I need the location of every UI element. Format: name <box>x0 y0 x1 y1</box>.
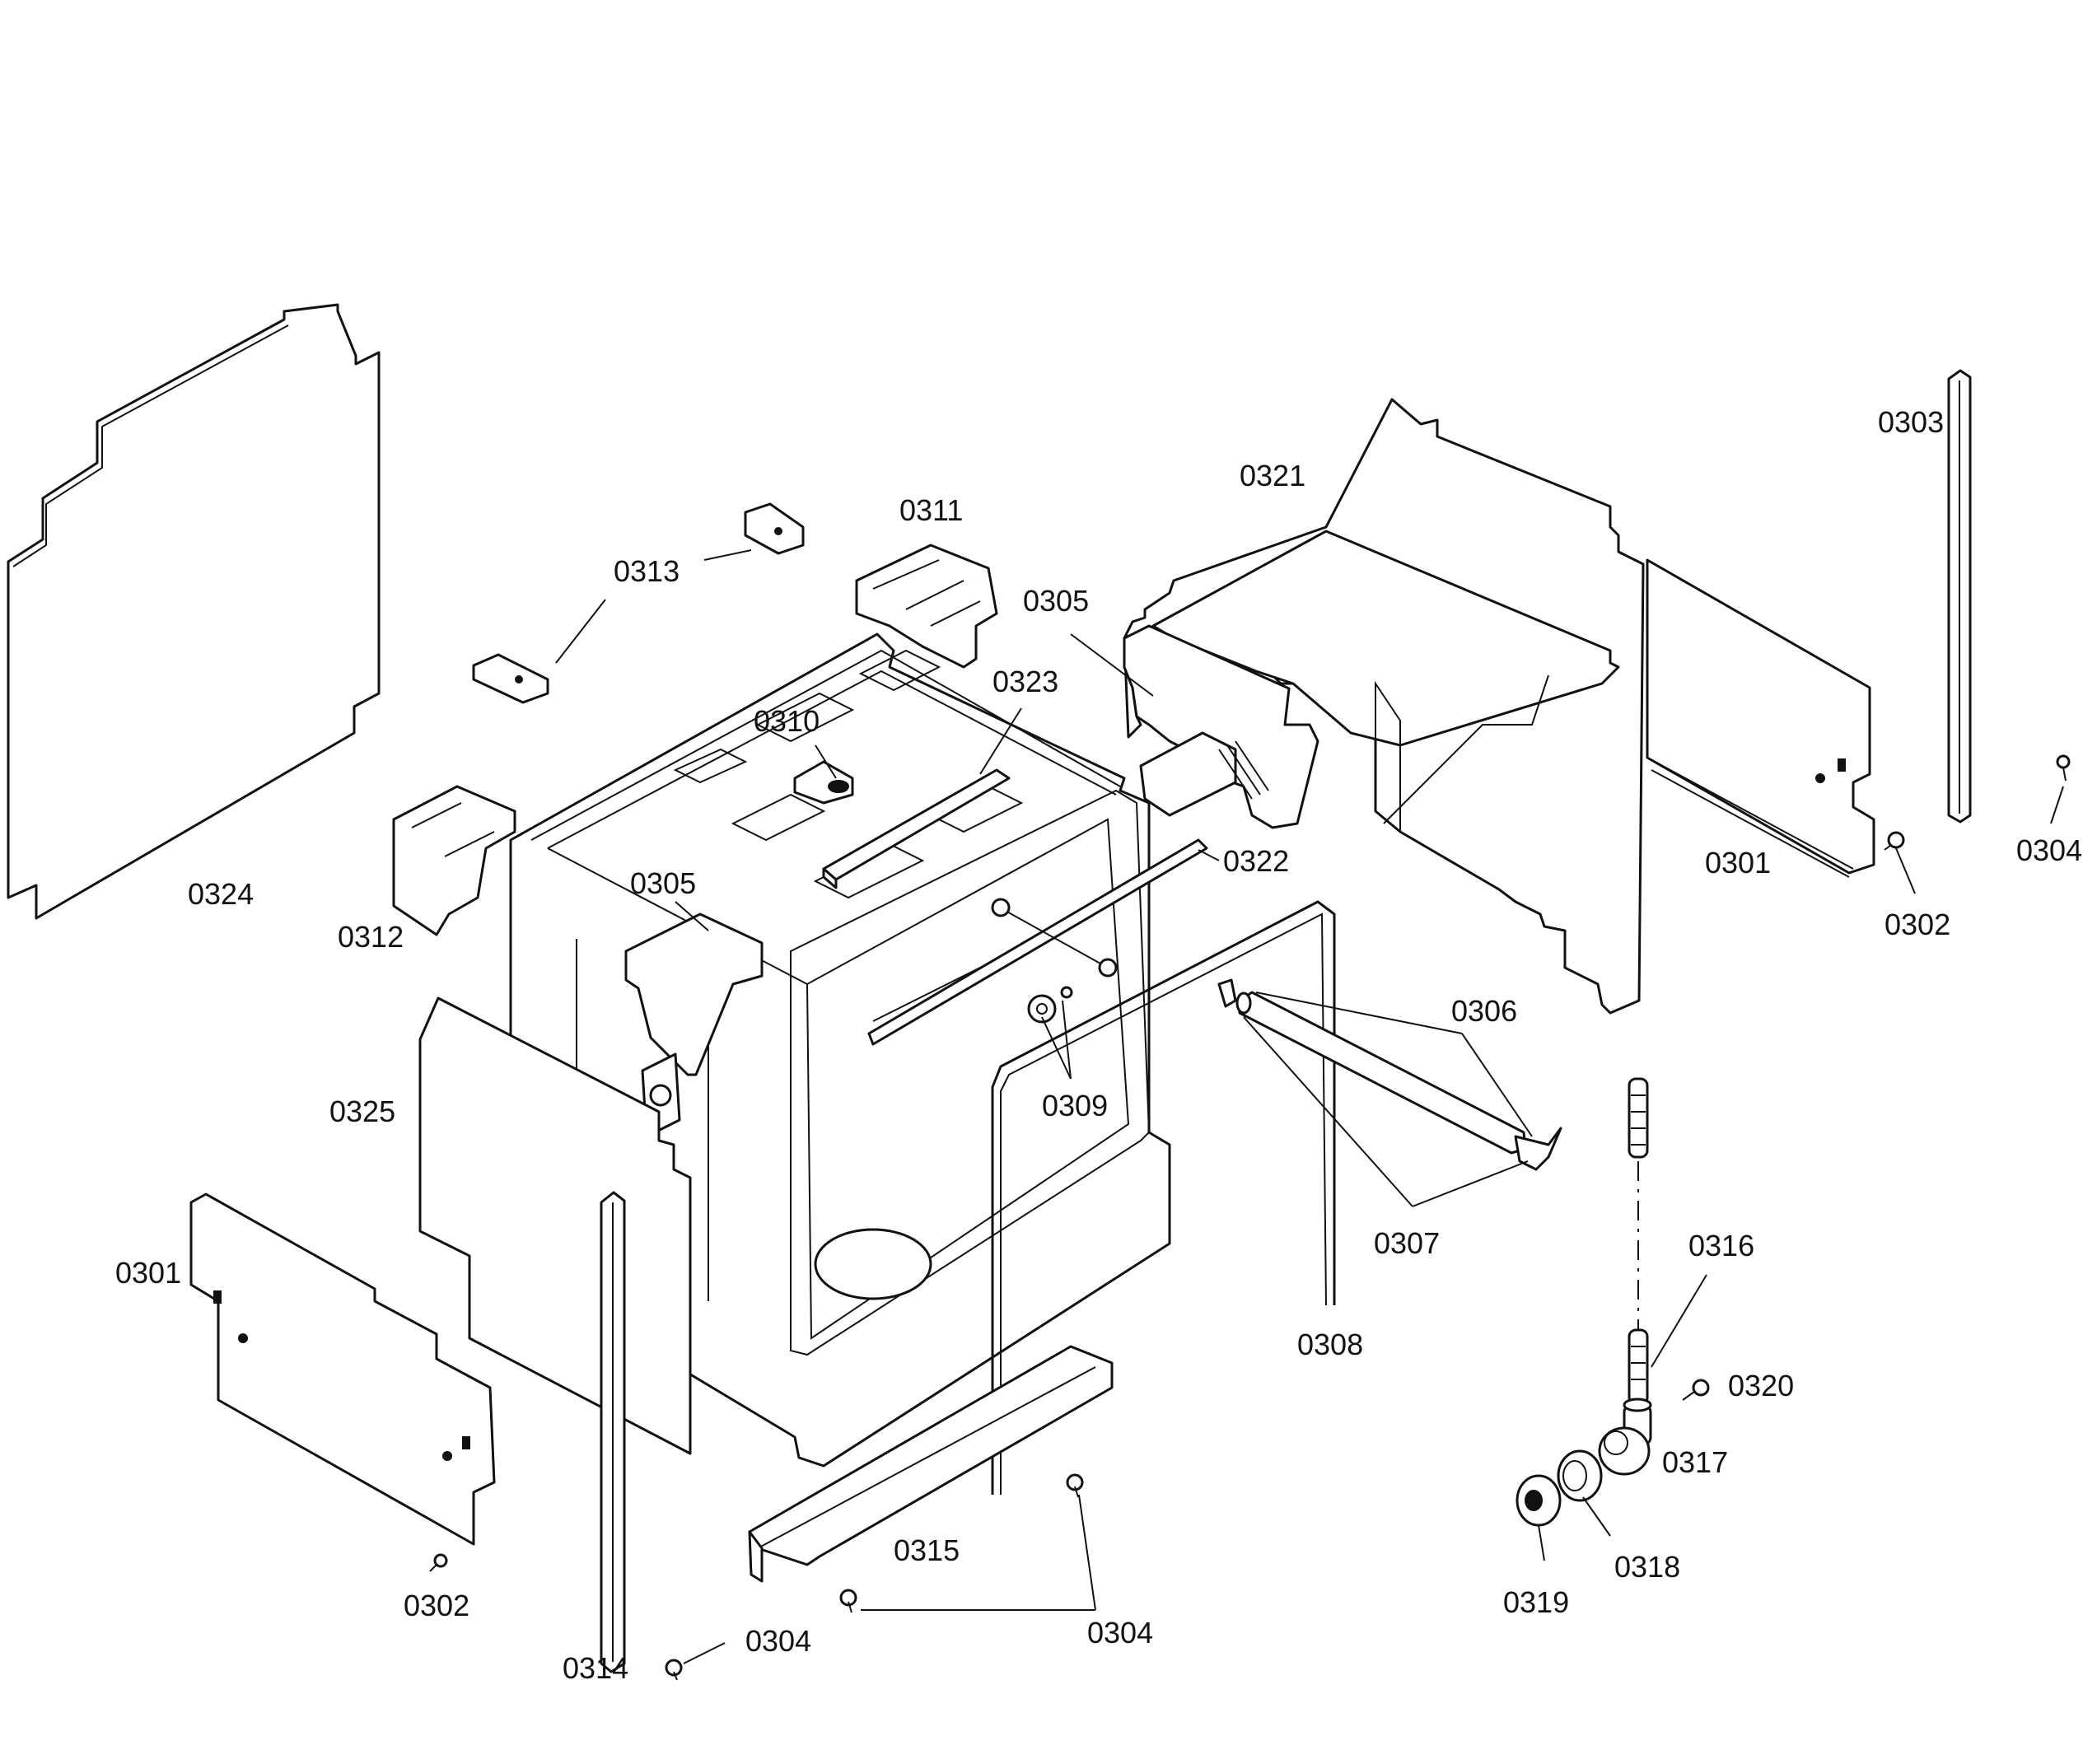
part-0304-screw-right <box>2056 754 2071 782</box>
label-0304-right: 0304 <box>2016 833 2082 867</box>
part-0311-connector-block <box>855 544 998 669</box>
label-0322: 0322 <box>1223 844 1289 878</box>
label-0320: 0320 <box>1728 1369 1794 1402</box>
label-0301-left: 0301 <box>115 1256 181 1290</box>
label-0313: 0313 <box>614 554 680 588</box>
part-0314-seal-strip <box>600 1191 626 1673</box>
label-0308: 0308 <box>1297 1328 1363 1361</box>
label-0312: 0312 <box>338 920 404 954</box>
part-0324-side-panel <box>7 303 381 920</box>
part-0304-screw-bm1 <box>839 1589 857 1613</box>
label-0302-left: 0302 <box>404 1589 469 1622</box>
label-0304-bl: 0304 <box>745 1624 811 1658</box>
label-0311: 0311 <box>899 493 963 527</box>
part-0306-hinge-arm <box>1217 978 1562 1171</box>
label-0317: 0317 <box>1662 1445 1728 1479</box>
label-0307: 0307 <box>1374 1226 1440 1260</box>
part-0317-elbow <box>1598 1398 1652 1476</box>
label-0310: 0310 <box>754 704 820 738</box>
label-0316: 0316 <box>1688 1229 1754 1262</box>
label-0305-mid: 0305 <box>630 866 696 900</box>
part-0302-screw-right <box>1884 831 1905 851</box>
part-0304-screw-bl <box>665 1659 683 1681</box>
label-0319: 0319 <box>1503 1585 1569 1619</box>
label-0325: 0325 <box>329 1094 395 1128</box>
label-0324: 0324 <box>188 877 254 911</box>
part-rail-hardware <box>991 898 1118 978</box>
part-0315-base-bracket <box>748 1345 1114 1583</box>
part-0301-panel-left <box>189 1192 496 1546</box>
part-0301-panel-right <box>1646 558 1875 878</box>
label-0323: 0323 <box>992 665 1058 698</box>
part-0304-screw-bm2 <box>1066 1473 1084 1498</box>
label-0302-right: 0302 <box>1884 908 1950 941</box>
part-0323-strip <box>822 768 1011 889</box>
label-0321: 0321 <box>1240 459 1305 492</box>
part-0319-nut <box>1516 1474 1562 1527</box>
label-0314: 0314 <box>563 1651 628 1685</box>
part-0313-bracket <box>472 502 805 704</box>
label-0304-bm: 0304 <box>1087 1616 1153 1650</box>
label-0315: 0315 <box>894 1533 960 1567</box>
part-0302-screw-left <box>429 1553 448 1572</box>
part-0318-ring <box>1557 1449 1603 1502</box>
label-0305-top: 0305 <box>1023 584 1089 618</box>
part-0312-connector-block <box>392 785 516 936</box>
part-0309-rollers <box>1027 986 1073 1024</box>
label-0309: 0309 <box>1042 1089 1108 1122</box>
part-labels: 0324 0313 0311 0310 0323 0305 0321 0303 … <box>115 405 2082 1685</box>
leader-lines <box>555 549 2064 1664</box>
part-0321-housing <box>1123 398 1645 1015</box>
part-0322-rail <box>867 838 1208 1046</box>
part-0320-screw <box>1682 1379 1710 1401</box>
label-0318: 0318 <box>1614 1550 1680 1584</box>
part-0316-hose <box>1628 1077 1649 1406</box>
part-0303-seal-strip <box>1947 369 1972 824</box>
label-0306: 0306 <box>1451 994 1517 1028</box>
label-0303: 0303 <box>1878 405 1944 439</box>
part-0310-latch <box>793 760 854 805</box>
label-0301-right: 0301 <box>1705 846 1771 880</box>
